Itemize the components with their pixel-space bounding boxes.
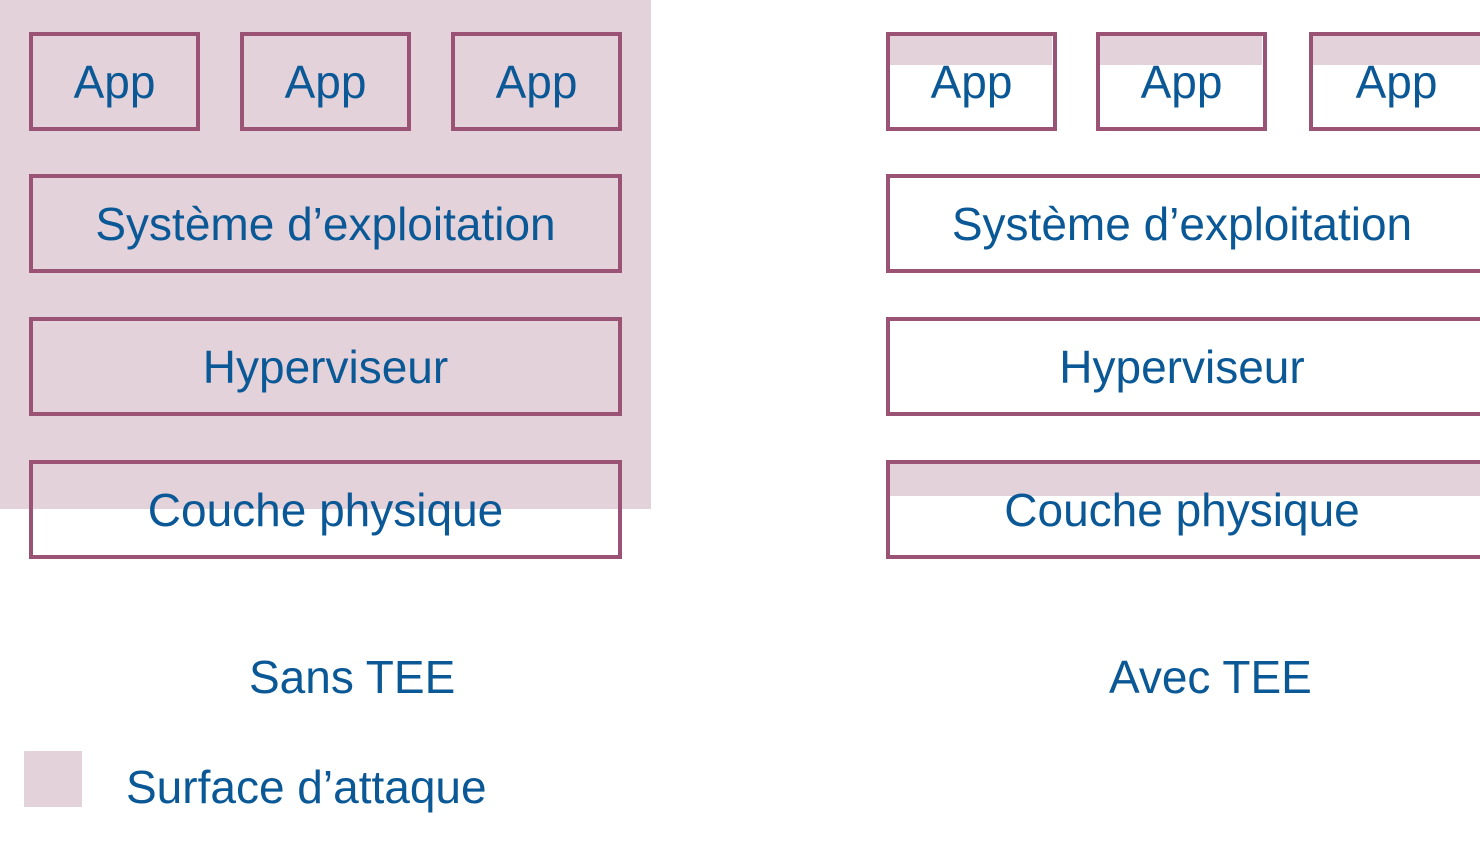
app-box: App: [451, 32, 622, 131]
hypervisor-box: Hyperviseur: [29, 317, 622, 416]
caption-with-tee: Avec TEE: [1109, 651, 1312, 703]
hardware-label: Couche physique: [147, 483, 504, 536]
os-box: Système d’exploitation: [886, 174, 1480, 273]
app-label: App: [495, 55, 578, 108]
hardware-label: Couche physique: [1004, 483, 1360, 536]
app-label: App: [73, 55, 156, 108]
legend-swatch: [24, 751, 82, 807]
app-box: App: [1309, 32, 1480, 131]
app-label: App: [930, 55, 1013, 108]
hypervisor-label: Hyperviseur: [202, 340, 449, 393]
caption-without-tee: Sans TEE: [249, 651, 456, 703]
app-label: App: [284, 55, 367, 108]
app-box: App: [886, 32, 1057, 131]
hypervisor-box: Hyperviseur: [886, 317, 1480, 416]
attack-surface-area: [1313, 35, 1480, 65]
app-label: App: [1140, 55, 1223, 108]
hardware-box: Couche physique: [886, 460, 1480, 559]
app-box: App: [240, 32, 411, 131]
os-box: Système d’exploitation: [29, 174, 622, 273]
attack-surface-area: [1100, 35, 1262, 65]
attack-surface-area: [890, 463, 1480, 496]
legend-label: Surface d’attaque: [126, 761, 487, 813]
os-label: Système d’exploitation: [951, 197, 1413, 250]
hardware-box: Couche physique: [29, 460, 622, 559]
app-box: App: [29, 32, 200, 131]
attack-surface-area: [0, 0, 651, 509]
os-label: Système d’exploitation: [95, 197, 556, 250]
attack-surface-area: [890, 35, 1052, 65]
app-box: App: [1096, 32, 1267, 131]
app-label: App: [1355, 55, 1438, 108]
hypervisor-label: Hyperviseur: [1059, 340, 1305, 393]
